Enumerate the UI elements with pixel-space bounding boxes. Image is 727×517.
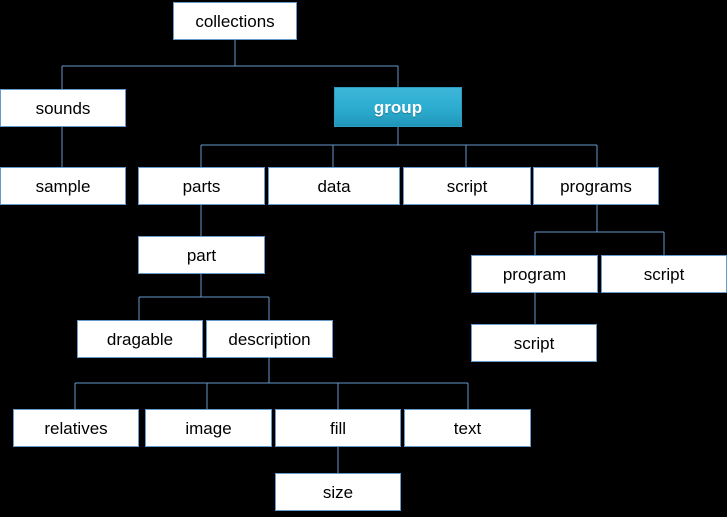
tree-node-label: sounds <box>35 98 91 118</box>
tree-node-label: collections <box>195 11 275 31</box>
tree-node-label: programs <box>560 176 632 196</box>
tree-node-sounds[interactable]: sounds <box>0 89 126 127</box>
tree-node-group[interactable]: group <box>334 87 462 127</box>
tree-node-programs[interactable]: programs <box>533 167 659 205</box>
tree-node-description[interactable]: description <box>206 320 333 358</box>
tree-node-image[interactable]: image <box>145 409 272 447</box>
tree-node-sample[interactable]: sample <box>0 167 126 205</box>
tree-node-label: script <box>513 333 555 353</box>
tree-node-label: script <box>643 264 685 284</box>
tree-node-label: parts <box>182 176 221 196</box>
tree-node-label: image <box>185 418 232 438</box>
tree-node-label: text <box>453 418 482 438</box>
tree-node-collections[interactable]: collections <box>173 2 297 40</box>
tree-node-program[interactable]: program <box>471 255 598 293</box>
tree-node-label: dragable <box>106 329 174 349</box>
tree-node-label: script <box>446 176 488 196</box>
tree-node-size[interactable]: size <box>275 473 401 511</box>
tree-node-fill[interactable]: fill <box>275 409 401 447</box>
tree-node-label: part <box>186 245 217 265</box>
tree-node-script-group[interactable]: script <box>403 167 531 205</box>
tree-node-script-program[interactable]: script <box>471 324 597 362</box>
tree-node-data[interactable]: data <box>268 167 400 205</box>
tree-node-dragable[interactable]: dragable <box>77 320 203 358</box>
tree-node-relatives[interactable]: relatives <box>13 409 139 447</box>
tree-node-parts[interactable]: parts <box>138 167 265 205</box>
tree-node-label: relatives <box>44 418 108 438</box>
tree-node-label: description <box>228 329 311 349</box>
tree-node-label: data <box>317 176 351 196</box>
tree-node-label: fill <box>329 418 347 438</box>
tree-node-text[interactable]: text <box>404 409 531 447</box>
tree-node-label: program <box>502 264 567 284</box>
tree-node-part[interactable]: part <box>138 236 265 274</box>
tree-node-label: size <box>322 482 354 502</box>
tree-node-label: sample <box>35 176 91 196</box>
tree-node-label: group <box>373 97 423 117</box>
tree-node-script-programs[interactable]: script <box>601 255 727 293</box>
